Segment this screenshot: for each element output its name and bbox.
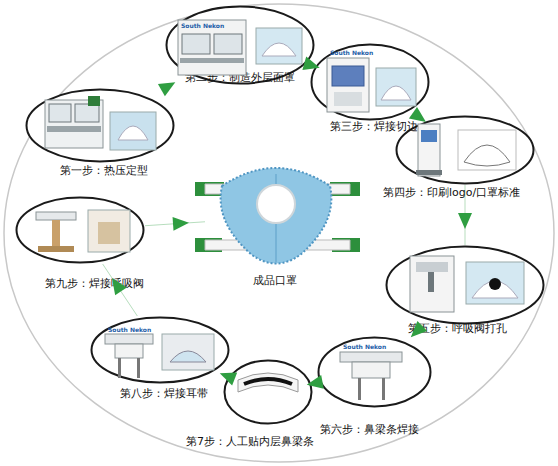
flow-arrow — [409, 107, 426, 122]
arrow-head — [409, 107, 426, 122]
ellipse-outline — [27, 90, 174, 162]
step-ellipse — [90, 316, 230, 384]
process-step: 第八步：焊接耳带 — [90, 316, 230, 384]
ellipse-outline — [17, 198, 144, 263]
flow-arrow — [158, 82, 175, 96]
connector-line — [465, 185, 466, 245]
flow-arrow — [458, 185, 472, 245]
step-ellipse — [310, 43, 430, 121]
step-label: 第7步：人工贴内层鼻梁条 — [186, 435, 314, 448]
arrow-head — [411, 321, 427, 337]
arrow-head — [112, 278, 127, 295]
arrow-head — [302, 57, 319, 70]
process-step: 第三步：焊接切边 — [310, 43, 430, 121]
process-step: 第九步：焊接呼吸阀 — [15, 196, 145, 264]
process-step: 第一步：热压定型 — [25, 88, 175, 163]
arrow-head — [173, 217, 189, 231]
step-label: 第一步：热压定型 — [60, 164, 148, 177]
flow-arrow — [220, 373, 237, 386]
machine-photo — [340, 352, 402, 400]
step-ellipse — [25, 88, 175, 163]
process-step: 第二步：制造外层面罩 — [165, 5, 315, 85]
connector-line — [145, 222, 205, 226]
connector-line — [416, 115, 424, 121]
step-label: 第五步：呼吸阀打孔 — [408, 322, 507, 335]
machine-photo — [45, 96, 156, 150]
machine-photo — [327, 58, 416, 112]
machine-photo — [178, 20, 302, 75]
process-step: 第六步：鼻梁条焊接 — [317, 336, 432, 408]
step-label: 第八步：焊接耳带 — [120, 387, 208, 400]
arrow-head — [158, 82, 175, 96]
arrow-head — [458, 213, 472, 229]
finished-mask — [195, 168, 360, 264]
connector-line — [412, 325, 423, 336]
machine-photo — [36, 210, 130, 252]
ellipse-outline — [167, 7, 314, 84]
step-label: 成品口罩 — [253, 274, 297, 287]
ellipse-outline — [397, 117, 534, 184]
flow-arrow — [411, 321, 427, 337]
machine-photo — [105, 334, 214, 378]
machine-photo — [410, 256, 524, 312]
connector-line — [310, 65, 315, 66]
step-ellipse — [385, 245, 545, 325]
nose-strip-photo — [238, 373, 298, 392]
step-label: 第九步：焊接呼吸阀 — [45, 277, 144, 290]
machine-photo — [416, 124, 516, 176]
step-ellipse — [317, 336, 432, 408]
flow-arrow — [307, 375, 324, 389]
arrow-head — [307, 375, 324, 389]
step-ellipse — [223, 359, 313, 425]
step-ellipse — [15, 196, 145, 264]
ellipse-outline — [92, 318, 229, 383]
ellipse-outline — [319, 338, 431, 407]
step-label: 第四步：印刷logo/口罩标准 — [383, 186, 520, 199]
connector-line — [103, 264, 138, 316]
connector-line — [313, 382, 317, 384]
ellipse-outline — [312, 45, 429, 120]
process-step: 第7步：人工贴内层鼻梁条 — [223, 359, 313, 425]
ellipse-outline — [225, 361, 312, 424]
arrow-head — [220, 373, 237, 386]
flow-arrow — [103, 264, 138, 316]
flow-arrow — [302, 57, 319, 70]
flow-arrow — [145, 217, 205, 231]
ellipse-outline — [387, 247, 544, 324]
connector-line — [223, 375, 230, 378]
product-node: 成品口罩 — [205, 162, 350, 272]
step-label: 第六步：鼻梁条焊接 — [320, 423, 419, 436]
process-step: 第五步：呼吸阀打孔 — [385, 245, 545, 325]
connector-line — [165, 85, 170, 88]
step-label: 第二步：制造外层面罩 — [185, 71, 295, 84]
step-label: 第三步：焊接切边 — [330, 120, 418, 133]
